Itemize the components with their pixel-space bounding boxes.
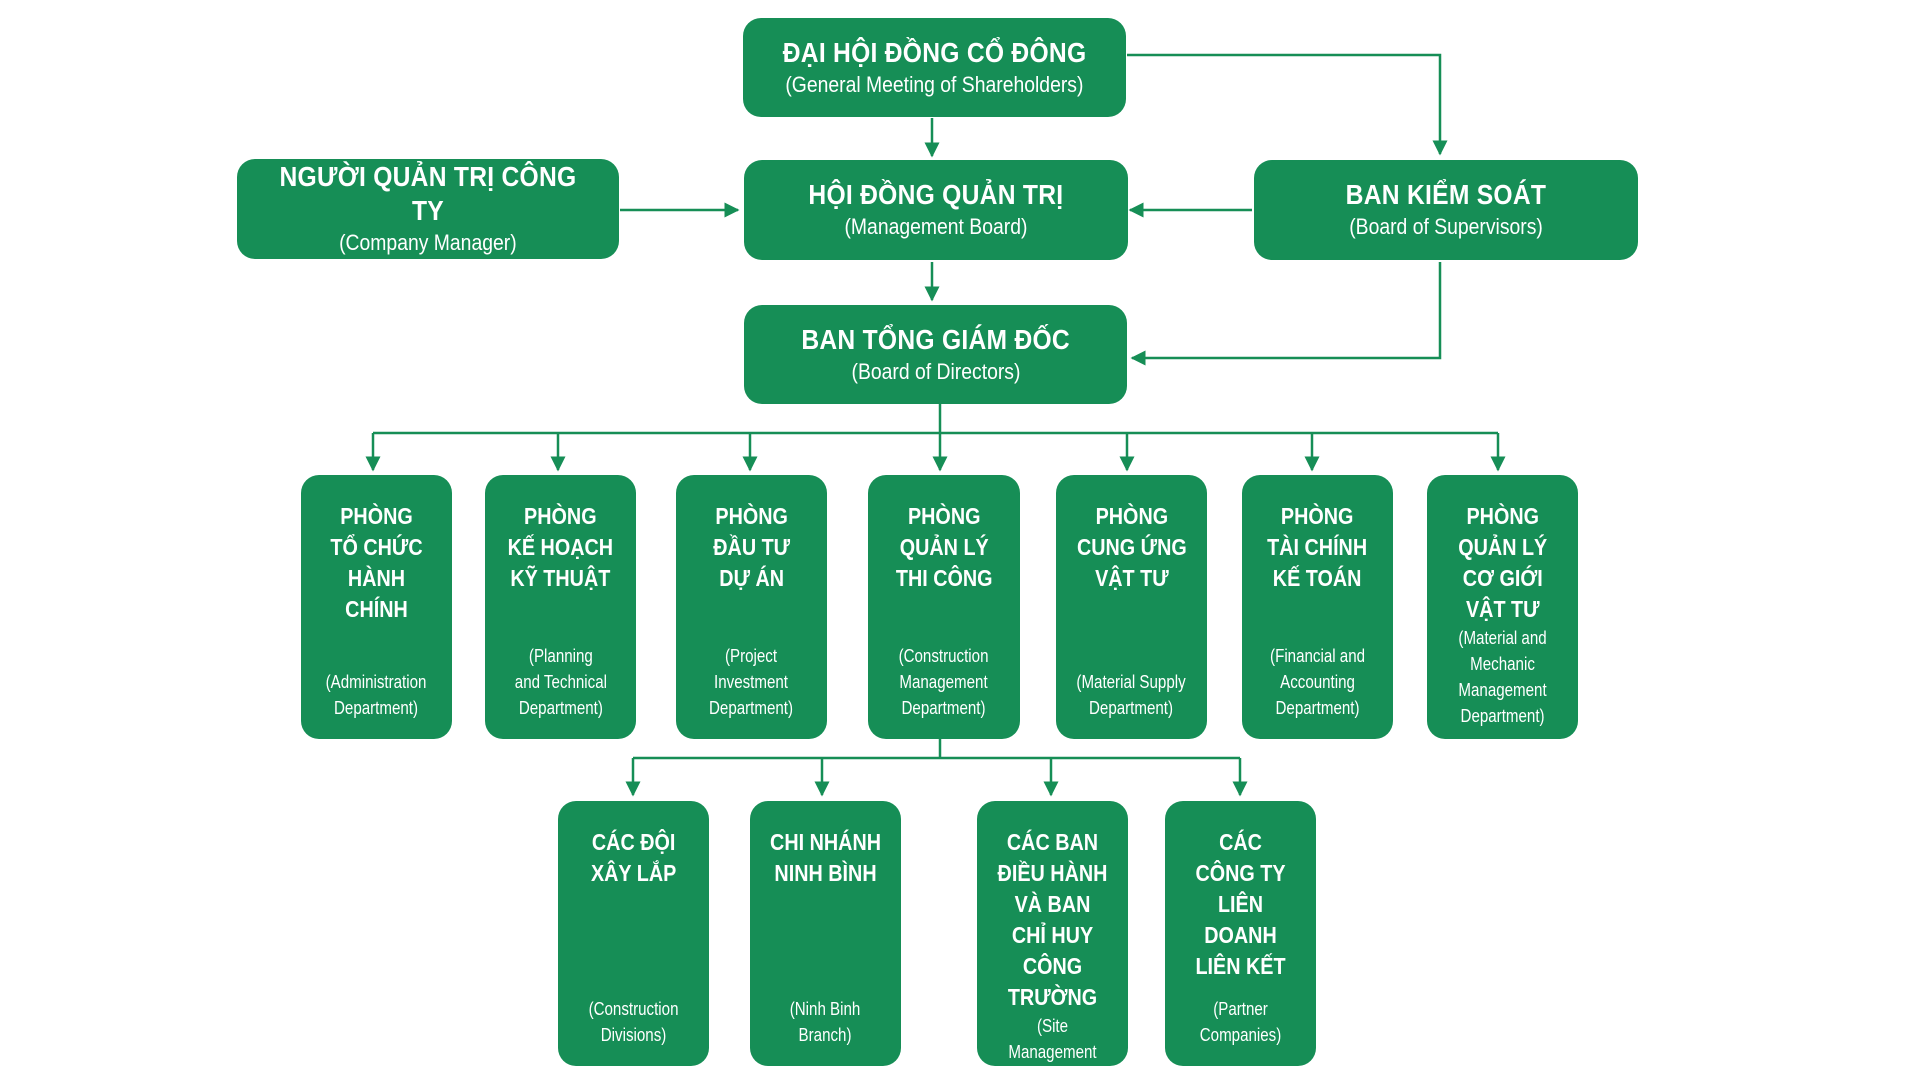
dept-title: PHÒNG KẾ HOẠCH KỸ THUẬT — [507, 503, 614, 591]
box-dept-planning: PHÒNG KẾ HOẠCH KỸ THUẬT (Planning and Te… — [485, 475, 636, 739]
box-sub-construction-divisions: CÁC ĐỘI XÂY LẮP (Construction Divisions) — [558, 801, 709, 1066]
box-dept-project-investment: PHÒNG ĐẦU TƯ DỰ ÁN (Project Investment D… — [676, 475, 827, 739]
box-sub-site-management: CÁC BAN ĐIỀU HÀNH VÀ BAN CHỈ HUY CÔNG TR… — [977, 801, 1128, 1080]
connector-supervisors-directors — [1130, 262, 1442, 366]
box-company-manager: NGƯỜI QUẢN TRỊ CÔNG TY (Company Manager) — [237, 159, 619, 259]
dept-subtitle: (Construction Management Department) — [899, 646, 989, 718]
supervisors-title: BAN KIỂM SOÁT — [1345, 179, 1547, 210]
dept-title: PHÒNG QUẢN LÝ CƠ GIỚI VẬT TƯ — [1457, 503, 1548, 622]
shareholders-title: ĐẠI HỘI ĐỒNG CỔ ĐÔNG — [782, 36, 1087, 68]
company-manager-subtitle: (Company Manager) — [339, 230, 517, 255]
dept-title: PHÒNG QUẢN LÝ THI CÔNG — [895, 503, 993, 591]
dept-title: PHÒNG CUNG ỨNG VẬT TƯ — [1076, 503, 1187, 591]
box-dept-finance: PHÒNG TÀI CHÍNH KẾ TOÁN (Financial and A… — [1242, 475, 1393, 739]
sub-unit-title: CÁC ĐỘI XÂY LẮP — [590, 829, 677, 886]
supervisors-subtitle: (Board of Supervisors) — [1349, 214, 1543, 239]
box-sub-ninh-binh-branch: CHI NHÁNH NINH BÌNH (Ninh Binh Branch) — [750, 801, 901, 1066]
dept-title: PHÒNG TỔ CHỨC HÀNH CHÍNH — [330, 503, 423, 622]
dept-title: PHÒNG TÀI CHÍNH KẾ TOÁN — [1267, 503, 1368, 591]
box-sub-partner-companies: CÁC CÔNG TY LIÊN DOANH LIÊN KẾT (Partner… — [1165, 801, 1316, 1066]
box-dept-material-supply: PHÒNG CUNG ỨNG VẬT TƯ (Material Supply D… — [1056, 475, 1207, 739]
sub-unit-title: CÁC BAN ĐIỀU HÀNH VÀ BAN CHỈ HUY CÔNG TR… — [997, 829, 1108, 1010]
dept-subtitle: (Material and Mechanic Management Depart… — [1458, 628, 1547, 726]
sub-unit-subtitle: (Site Management Boards) — [1008, 1016, 1097, 1080]
sub-unit-subtitle: (Ninh Binh Branch) — [790, 999, 861, 1045]
directors-subtitle: (Board of Directors) — [851, 358, 1020, 384]
company-manager-title: NGƯỜI QUẢN TRỊ CÔNG TY — [279, 161, 577, 226]
dept-title: PHÒNG ĐẦU TƯ DỰ ÁN — [713, 503, 790, 591]
box-shareholders: ĐẠI HỘI ĐỒNG CỔ ĐÔNG (General Meeting of… — [743, 18, 1126, 117]
box-dept-construction-management: PHÒNG QUẢN LÝ THI CÔNG (Construction Man… — [868, 475, 1020, 739]
dept-subtitle: (Material Supply Department) — [1076, 672, 1187, 718]
sub-unit-title: CÁC CÔNG TY LIÊN DOANH LIÊN KẾT — [1195, 829, 1286, 979]
directors-title: BAN TỔNG GIÁM ĐỐC — [801, 323, 1070, 355]
management-board-title: HỘI ĐỒNG QUẢN TRỊ — [808, 179, 1064, 210]
box-management-board: HỘI ĐỒNG QUẢN TRỊ (Management Board) — [744, 160, 1128, 260]
sub-unit-title: CHI NHÁNH NINH BÌNH — [770, 829, 881, 886]
box-supervisors: BAN KIỂM SOÁT (Board of Supervisors) — [1254, 160, 1638, 260]
dept-subtitle: (Financial and Accounting Department) — [1270, 646, 1365, 718]
dept-subtitle: (Planning and Technical Department) — [514, 646, 607, 718]
sub-unit-subtitle: (Partner Companies) — [1199, 999, 1282, 1045]
shareholders-subtitle: (General Meeting of Shareholders) — [785, 71, 1084, 97]
box-dept-administration: PHÒNG TỔ CHỨC HÀNH CHÍNH (Administration… — [301, 475, 452, 739]
dept-subtitle: (Project Investment Department) — [709, 646, 794, 718]
sub-unit-subtitle: (Construction Divisions) — [588, 999, 679, 1045]
management-board-subtitle: (Management Board) — [844, 214, 1028, 239]
box-directors: BAN TỔNG GIÁM ĐỐC (Board of Directors) — [744, 305, 1127, 404]
connector-shareholders-supervisors — [1127, 53, 1448, 156]
dept-subtitle: (Administration Department) — [326, 672, 427, 718]
box-dept-mechanic: PHÒNG QUẢN LÝ CƠ GIỚI VẬT TƯ (Material a… — [1427, 475, 1578, 739]
